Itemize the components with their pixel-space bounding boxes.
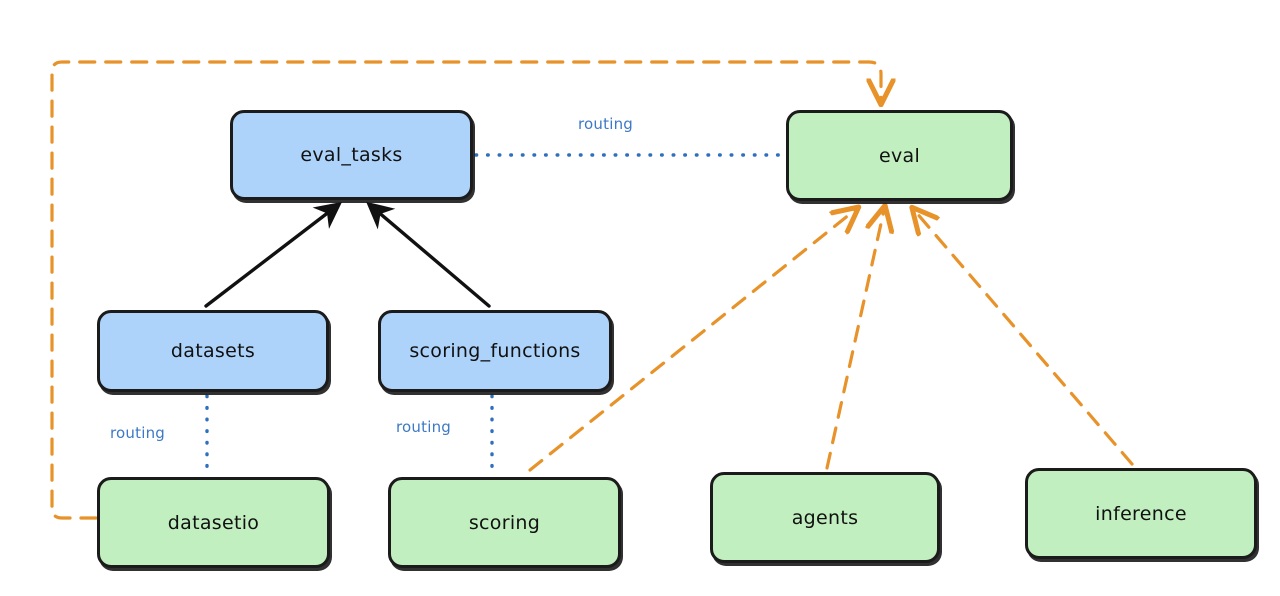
node-agents[interactable]: agents: [710, 472, 940, 563]
edge-agents-to-eval: [825, 210, 884, 470]
edge-label-routing-eval-tasks-eval: routing: [578, 115, 633, 133]
edge-inference-to-eval: [915, 211, 1134, 466]
node-inference-label: inference: [1095, 502, 1187, 525]
node-eval-tasks-label: eval_tasks: [300, 144, 403, 166]
node-datasets[interactable]: datasets: [97, 310, 329, 392]
node-eval[interactable]: eval: [786, 110, 1013, 201]
edge-label-routing-scoring-functions-scoring: routing: [396, 418, 451, 436]
node-scoring-functions-label: scoring_functions: [409, 340, 581, 362]
node-scoring-label: scoring: [468, 511, 541, 534]
node-datasetio[interactable]: datasetio: [97, 477, 330, 568]
node-agents-label: agents: [791, 506, 859, 529]
node-eval-tasks[interactable]: eval_tasks: [230, 110, 473, 200]
node-datasets-label: datasets: [170, 340, 256, 362]
node-eval-label: eval: [878, 144, 921, 167]
node-datasetio-label: datasetio: [167, 511, 260, 534]
edge-datasets-to-eval-tasks: [204, 201, 343, 308]
node-scoring-functions[interactable]: scoring_functions: [378, 310, 612, 392]
node-scoring[interactable]: scoring: [388, 477, 621, 568]
edge-scoring-functions-to-eval-tasks: [366, 201, 491, 308]
edge-label-routing-datasets-datasetio: routing: [110, 424, 165, 442]
node-inference[interactable]: inference: [1025, 468, 1257, 559]
